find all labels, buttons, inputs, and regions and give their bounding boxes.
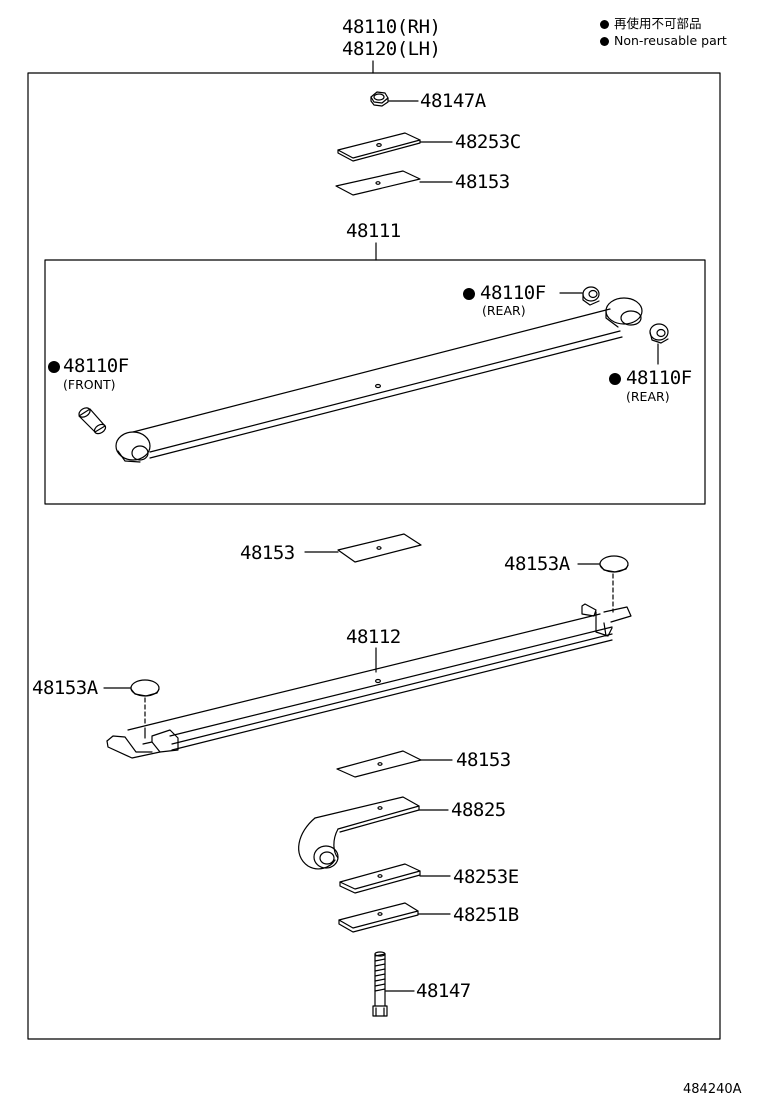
part-label-48253C: 48253C bbox=[455, 131, 521, 153]
note-front: (FRONT) bbox=[63, 377, 116, 392]
shim-48153-mid bbox=[305, 534, 421, 562]
part-label-48147A: 48147A bbox=[420, 90, 486, 112]
inner-frame-48111 bbox=[45, 260, 705, 504]
non-reusable-dot-icon bbox=[48, 361, 60, 373]
note-rear-top: (REAR) bbox=[482, 303, 526, 318]
plate-48251B bbox=[339, 903, 450, 932]
outer-frame bbox=[28, 73, 720, 1039]
non-reusable-dot-icon bbox=[609, 373, 621, 385]
legend-dot-icon bbox=[600, 20, 609, 29]
part-label-48110F-front: 48110F bbox=[63, 355, 129, 377]
pad-48153A-left bbox=[104, 680, 159, 726]
part-label-48153A-right: 48153A bbox=[504, 553, 570, 575]
part-label-48153-top: 48153 bbox=[455, 171, 510, 193]
legend-en: Non-reusable part bbox=[614, 33, 727, 48]
nut-48147A bbox=[371, 92, 418, 106]
bolt-48147 bbox=[373, 952, 414, 1016]
part-label-48153-low: 48153 bbox=[456, 749, 511, 771]
part-label-48112: 48112 bbox=[346, 626, 401, 648]
legend-jp: 再使用不可部品 bbox=[614, 16, 702, 31]
part-label-48110F-rear-top: 48110F bbox=[480, 282, 546, 304]
part-label-48153-mid: 48153 bbox=[240, 542, 295, 564]
part-label-48253E: 48253E bbox=[453, 866, 519, 888]
assembly-title-lh: 48120(LH) bbox=[342, 38, 441, 60]
non-reusable-dot-icon bbox=[463, 288, 475, 300]
note-rear-right: (REAR) bbox=[626, 389, 670, 404]
assembly-title-rh: 48110(RH) bbox=[342, 16, 441, 38]
part-label-48825: 48825 bbox=[451, 799, 506, 821]
part-label-48153A-left: 48153A bbox=[32, 677, 98, 699]
plate-48253C bbox=[338, 133, 452, 161]
shim-48153-top bbox=[336, 171, 452, 195]
figure-id: 484240A bbox=[683, 1082, 742, 1097]
shim-48153-low bbox=[337, 751, 452, 777]
bushing-front bbox=[77, 406, 107, 436]
legend-dot-icon bbox=[600, 37, 609, 46]
bushing-rear-top bbox=[560, 287, 599, 305]
plate-48253E bbox=[340, 864, 450, 893]
part-label-48251B: 48251B bbox=[453, 904, 519, 926]
part-label-48147: 48147 bbox=[416, 980, 471, 1002]
bushing-rear-right bbox=[650, 324, 668, 364]
leaf-spring-48112 bbox=[107, 604, 631, 758]
part-label-48110F-rear-right: 48110F bbox=[626, 367, 692, 389]
part-label-48111: 48111 bbox=[346, 220, 401, 242]
leaf-spring-48111 bbox=[116, 298, 642, 462]
pad-48153A-right bbox=[578, 556, 628, 612]
bracket-48825 bbox=[299, 797, 448, 869]
